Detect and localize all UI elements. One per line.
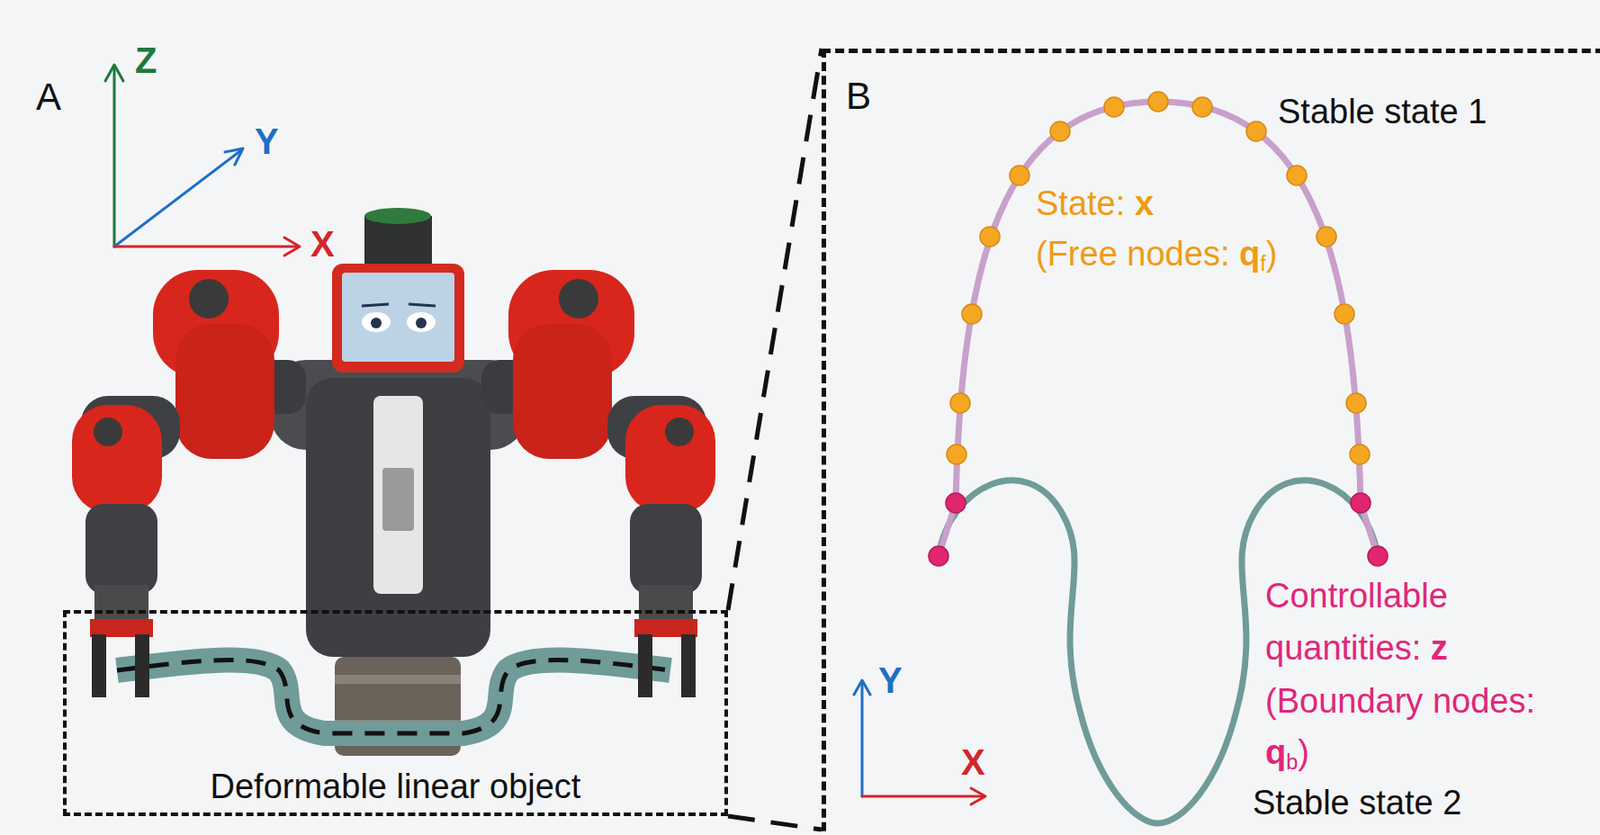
text-line: Z xyxy=(134,39,157,81)
robot-illustration xyxy=(71,207,716,756)
state-label: Stable state 2 xyxy=(1252,783,1462,822)
state-annotation: q xyxy=(1239,234,1260,273)
control-annotation: ) xyxy=(1297,733,1310,772)
text-line: Controllable xyxy=(1265,576,1448,617)
control-annotation: Controllable xyxy=(1265,576,1448,615)
subscript: f xyxy=(1259,251,1267,276)
axis-label: Y xyxy=(878,660,903,701)
control-annotation: q xyxy=(1265,733,1286,772)
state-annotation: x xyxy=(1134,184,1154,223)
text-line: Y xyxy=(254,120,279,162)
free-node-dots xyxy=(946,91,1370,465)
axes-b xyxy=(853,680,986,805)
text-line: (Free nodes:qf) xyxy=(1035,234,1278,277)
axis-label: Z xyxy=(134,40,157,81)
control-annotation: z xyxy=(1430,629,1448,667)
axis-label: X xyxy=(310,224,335,264)
state-annotation: ) xyxy=(1266,234,1278,273)
text-line: X xyxy=(961,741,986,783)
text-line: Y xyxy=(878,659,903,702)
axis-label: X xyxy=(961,742,986,783)
state-annotation: (Free nodes: xyxy=(1035,234,1230,273)
text-line: Stable state 1 xyxy=(1277,92,1487,133)
subscript: b xyxy=(1285,750,1298,774)
state-label: Stable state 1 xyxy=(1277,92,1487,131)
object-caption: Deformable linear object xyxy=(66,767,725,808)
text-line: (Boundary nodes: xyxy=(1265,682,1536,722)
axis-label: Y xyxy=(254,121,279,162)
text-line: State:x xyxy=(1035,184,1154,225)
text-line: Stable state 2 xyxy=(1252,783,1462,824)
text-line: X xyxy=(310,223,335,265)
zoom-connector xyxy=(728,48,822,611)
text-line: quantities:z xyxy=(1265,629,1448,669)
control-annotation: (Boundary nodes: xyxy=(1265,682,1536,720)
text-line: A xyxy=(35,75,62,119)
state-annotation: State: xyxy=(1035,184,1125,223)
zoom-connector xyxy=(728,816,822,830)
boundary-node-dots xyxy=(928,493,1388,567)
control-annotation: quantities: xyxy=(1265,629,1421,667)
text-line: qb) xyxy=(1265,733,1310,775)
panel-letter: B xyxy=(845,74,872,118)
panel-a-frame: Deformable linear object xyxy=(62,610,729,817)
axes-a xyxy=(105,64,300,256)
panel-letter: A xyxy=(35,75,62,118)
